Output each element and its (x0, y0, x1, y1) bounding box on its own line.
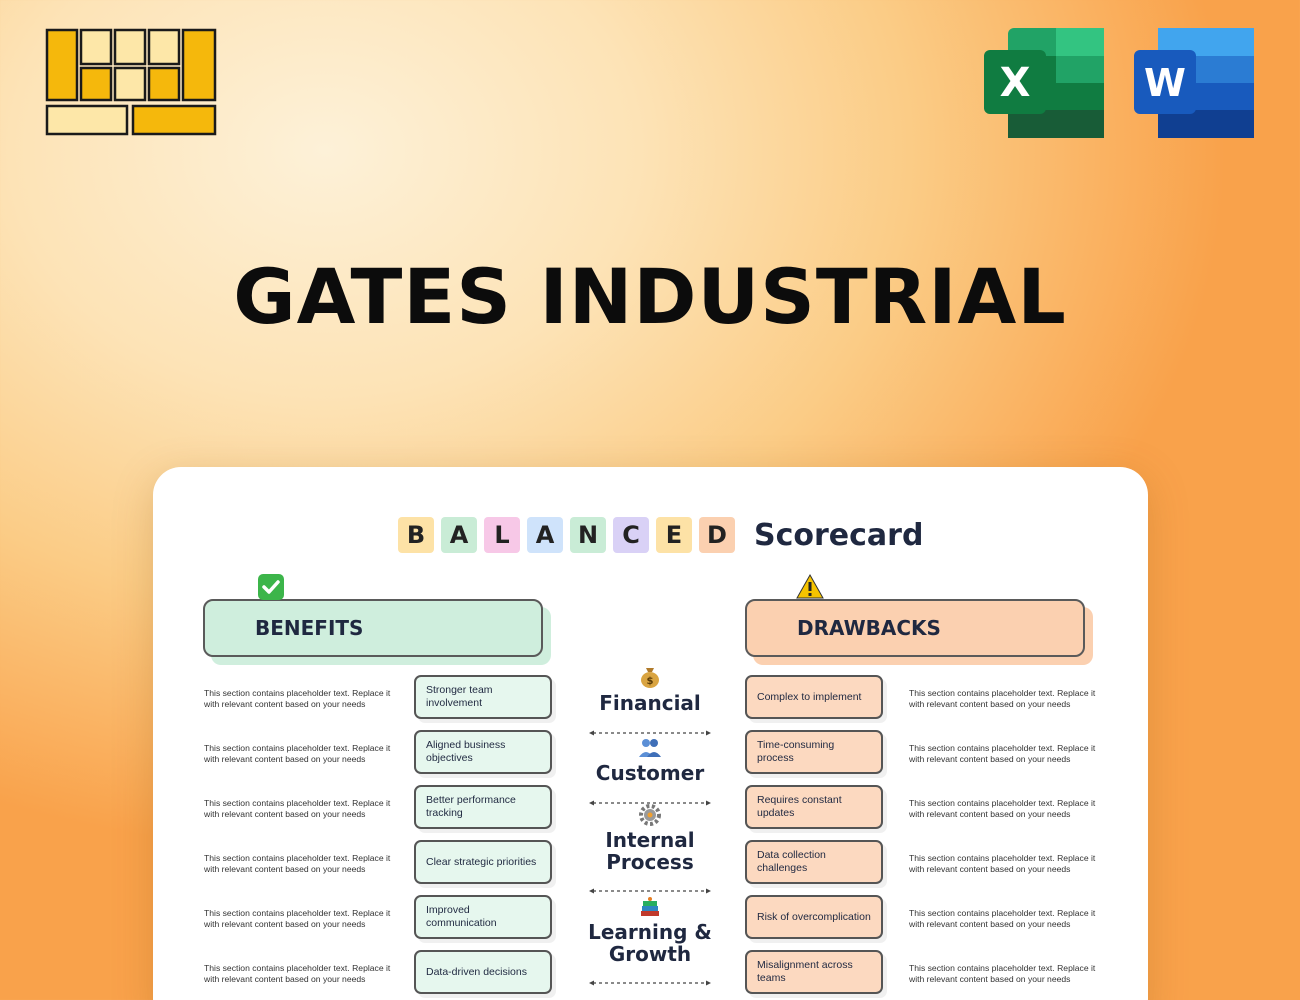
benefit-item: Data-driven decisions (414, 950, 552, 994)
drawback-description: This section contains placeholder text. … (909, 743, 1096, 764)
benefit-description: This section contains placeholder text. … (204, 688, 391, 709)
perspective-text: Financial (599, 691, 701, 715)
perspective-text: Customer (595, 761, 705, 785)
scorecard-row: This section contains placeholder text. … (153, 785, 1148, 829)
drawback-description: This section contains placeholder text. … (909, 853, 1096, 874)
dashed-arrow-divider (589, 875, 711, 894)
title-letter-tile: L (484, 517, 520, 553)
title-letter-tile: C (613, 517, 649, 553)
drawback-item: Data collection challenges (745, 840, 883, 884)
benefit-description: This section contains placeholder text. … (204, 908, 391, 929)
check-mark-icon (258, 574, 284, 600)
title-letter-tile: D (699, 517, 735, 553)
benefit-item: Better performance tracking (414, 785, 552, 829)
title-letter-tile: A (527, 517, 563, 553)
word-letter: W (1144, 61, 1186, 105)
money-bag-icon: $ (638, 665, 662, 689)
perspective-text: Learning & Growth (588, 920, 712, 966)
word-icon: W (1134, 28, 1256, 138)
books-icon (638, 895, 662, 919)
warning-icon (796, 573, 824, 599)
benefit-description: This section contains placeholder text. … (204, 963, 391, 984)
perspective-label: Internal Process (585, 803, 715, 894)
scorecard-row: This section contains placeholder text. … (153, 675, 1148, 719)
title-letter-tile: A (441, 517, 477, 553)
drawback-description: This section contains placeholder text. … (909, 688, 1096, 709)
brand-logo-icon (45, 28, 217, 136)
perspective-label: Learning & Growth (585, 895, 715, 986)
dashed-arrow-divider (589, 787, 711, 806)
drawback-item: Time-consuming process (745, 730, 883, 774)
perspective-label: Customer (585, 735, 715, 806)
benefit-description: This section contains placeholder text. … (204, 743, 391, 764)
drawback-item: Requires constant updates (745, 785, 883, 829)
benefit-item: Clear strategic priorities (414, 840, 552, 884)
dashed-arrow-divider (589, 967, 711, 986)
excel-letter: X (1000, 60, 1031, 106)
scorecard-row: This section contains placeholder text. … (153, 895, 1148, 939)
benefit-item: Stronger team involvement (414, 675, 552, 719)
title-word: Scorecard (754, 517, 924, 553)
benefit-item: Improved communication (414, 895, 552, 939)
drawback-description: This section contains placeholder text. … (909, 908, 1096, 929)
excel-icon: X (984, 28, 1106, 138)
svg-text:$: $ (647, 676, 654, 687)
drawback-item: Complex to implement (745, 675, 883, 719)
page-headline: GATES INDUSTRIAL (233, 252, 1067, 341)
title-letter-tile: B (398, 517, 434, 553)
perspective-label: $ Financial (585, 665, 715, 736)
benefits-header: BENEFITS (203, 599, 543, 657)
scorecard-row: This section contains placeholder text. … (153, 840, 1148, 884)
drawbacks-header: DRAWBACKS (745, 599, 1085, 657)
benefit-description: This section contains placeholder text. … (204, 853, 391, 874)
drawback-item: Risk of overcomplication (745, 895, 883, 939)
title-letter-tile: E (656, 517, 692, 553)
scorecard-row: This section contains placeholder text. … (153, 950, 1148, 994)
dashed-arrow-divider (589, 717, 711, 736)
drawback-description: This section contains placeholder text. … (909, 798, 1096, 819)
people-icon (638, 735, 662, 759)
gear-icon (638, 803, 662, 827)
benefit-description: This section contains placeholder text. … (204, 798, 391, 819)
benefit-item: Aligned business objectives (414, 730, 552, 774)
scorecard-row: This section contains placeholder text. … (153, 730, 1148, 774)
drawback-description: This section contains placeholder text. … (909, 963, 1096, 984)
title-letter-tile: N (570, 517, 606, 553)
drawback-item: Misalignment across teams (745, 950, 883, 994)
perspective-text: Internal Process (605, 828, 695, 874)
